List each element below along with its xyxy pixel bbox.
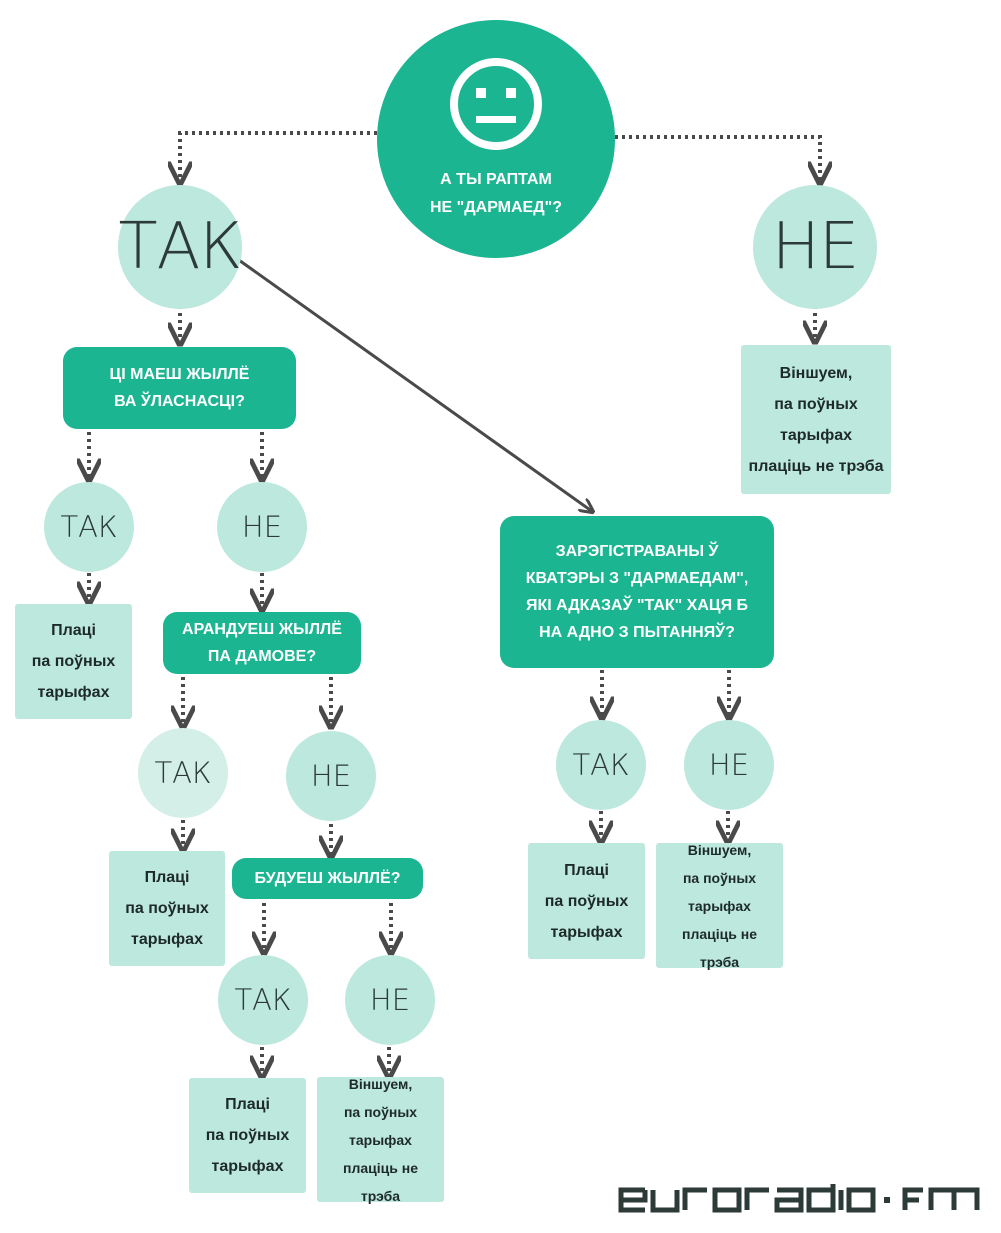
result-congrats-box: Віншуем, па поўных тарыфах плаціць не тр… [741, 345, 891, 494]
root-question-text: А ТЫ РАПТАМ НЕ "ДАРМАЕД"? [430, 171, 562, 216]
result-pay-text-1: Плаці па поўных тарыфах [31, 622, 116, 701]
registered-yes-circle: ТАК [556, 720, 646, 810]
own-home-yes-circle: ТАК [44, 482, 134, 572]
own-home-no-circle: НЕ [217, 482, 307, 572]
question-own-home: ЦІ МАЕШ ЖЫЛЛЁ ВА ЎЛАСНАСЦІ? [63, 347, 296, 429]
result-pay-text-2: Плаці па поўных тарыфах [125, 869, 209, 948]
result-congrats-text: Віншуем, па поўных тарыфах плаціць не тр… [748, 364, 884, 475]
question-build-home: БУДУЕШ ЖЫЛЛЁ? [232, 858, 423, 899]
arrow-yes-to-registered [235, 256, 593, 512]
question-rent-home: АРАНДУЕШ ЖЫЛЛЁ ПА ДАМОВЕ? [163, 612, 361, 674]
result-congrats-text-2: Віншуем, па поўных тарыфах плаціць не тр… [343, 1075, 418, 1204]
root-question-node: А ТЫ РАПТАМ НЕ "ДАРМАЕД"? [377, 20, 615, 258]
registered-no-circle: НЕ [684, 720, 774, 810]
result-pay-box-4: Плаці па поўных тарыфах [528, 843, 645, 959]
question-build-home-text: БУДУЕШ ЖЫЛЛЁ? [254, 870, 401, 887]
result-pay-box-2: Плаці па поўных тарыфах [109, 851, 225, 966]
question-rent-home-text: АРАНДУЕШ ЖЫЛЛЁ ПА ДАМОВЕ? [182, 621, 342, 665]
result-pay-text-3: Плаці па поўных тарыфах [205, 1096, 290, 1175]
question-registered: ЗАРЭГІСТРАВАНЫ Ў КВАТЭРЫ З "ДАРМАЕДАМ", … [500, 516, 774, 668]
build-yes-circle: ТАК [218, 955, 308, 1045]
result-pay-box-1: Плаці па поўных тарыфах [15, 604, 132, 719]
answer-no-circle: НЕ [753, 185, 877, 309]
result-pay-box-3: Плаці па поўных тарыфах [189, 1078, 306, 1193]
result-pay-text-4: Плаці па поўных тарыфах [544, 861, 629, 941]
rent-no-circle: НЕ [286, 731, 376, 821]
answer-yes-circle: ТАК [118, 185, 243, 309]
result-congrats-box-2: Віншуем, па поўных тарыфах плаціць не тр… [317, 1076, 444, 1204]
rent-yes-circle: ТАК [138, 728, 228, 818]
arrow-root-to-no [615, 135, 820, 183]
neutral-face-icon [450, 58, 542, 150]
arrow-root-to-yes [180, 131, 377, 183]
euroradio-fm-logo [618, 1184, 980, 1213]
result-congrats-box-3: Віншуем, па поўных тарыфах плаціць не тр… [656, 842, 783, 970]
build-no-circle: НЕ [345, 955, 435, 1045]
result-congrats-text-3: Віншуем, па поўных тарыфах плаціць не тр… [682, 841, 757, 970]
question-registered-text: ЗАРЭГІСТРАВАНЫ Ў КВАТЭРЫ З "ДАРМАЕДАМ", … [525, 543, 749, 641]
question-own-home-text: ЦІ МАЕШ ЖЫЛЛЁ ВА ЎЛАСНАСЦІ? [109, 366, 250, 410]
